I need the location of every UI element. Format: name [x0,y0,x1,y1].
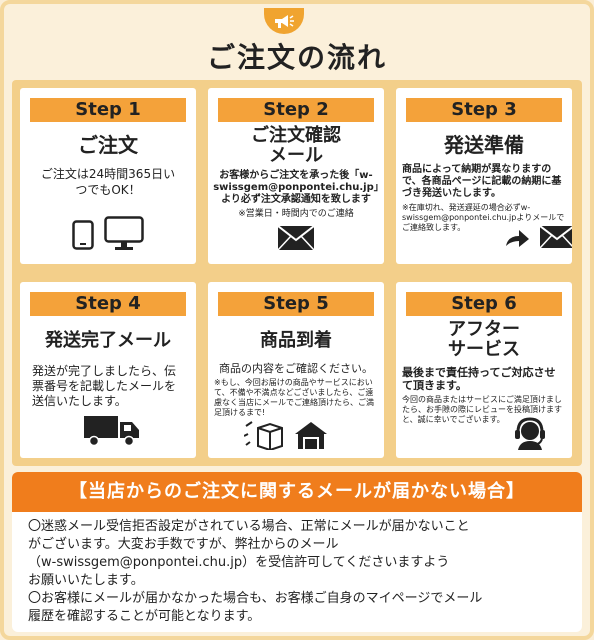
step-text: 商品の内容をご確認ください。 [219,362,373,375]
house-icon [295,422,327,449]
step-text: 商品によって納期が異なりますので、各商品ページに記載の納期に基づき発送いたします… [402,164,562,199]
step-label: Step 2 [218,98,374,122]
step-title: 発送準備 [444,133,524,157]
notice-line: 履歴を確認することが可能となります。 [28,609,261,624]
mail-icon [540,226,572,248]
step-label: Step 3 [406,98,562,122]
step-label: Step 6 [406,292,562,316]
step-title: ご注文確認 メール [251,125,341,166]
megaphone-badge [264,8,304,34]
megaphone-icon [275,15,294,28]
step-note: ※在庫切れ、発送遅延の場合必ずw-swissgem@ponpontei.chu.… [402,203,565,232]
step-label: Step 1 [30,98,186,122]
step-text: ご注文は24時間365日いつでもOK！ [40,167,176,197]
step-text: お客様からご注文を承った後「w-swissgem@ponpontei.chu.j… [213,170,379,205]
mail-not-received-notice: 【当店からのご注文に関するメールが届かない場合】 〇迷惑メール受信拒否設定がされ… [12,472,582,632]
step-label: Step 5 [218,292,374,316]
notice-line: 〇お客様にメールが届かなかった場合も、お客様ご自身のマイページでメール [28,591,483,606]
step-label: Step 4 [30,292,186,316]
monitor-icon [104,216,144,250]
support-headset-icon [515,417,545,450]
step-title: 発送完了メール [45,330,171,351]
notice-line: （w-swissgem@ponpontei.chu.jp）を受信許可してください… [28,555,450,570]
delivery-truck-icon [84,416,139,446]
forward-arrow-icon [506,230,529,247]
notice-body: 〇迷惑メール受信拒否設定がされている場合、正常にメールが届かないこと がございま… [12,512,582,626]
step-card-2: Step 2 ご注文確認 メール お客様からご注文を承った後「w-swissge… [208,88,384,264]
step-title: 商品到着 [260,330,332,351]
step-card-5: Step 5 商品到着 商品の内容をご確認ください。 ※もし、今回お届けの商品や… [208,282,384,458]
notice-title: 【当店からのご注文に関するメールが届かない場合】 [12,472,582,512]
step-note: ※営業日・時間内でのご連絡 [238,209,354,219]
step-card-4: Step 4 発送完了メール 発送が完了しましたら、伝票番号を記載したメールを送… [20,282,196,458]
step-text: 最後まで責任持ってご対応させて頂きます。 [402,366,556,392]
smartphone-icon [72,220,94,250]
step-card-6: Step 6 アフター サービス 最後まで責任持ってご対応させて頂きます。 今回… [396,282,572,458]
notice-line: 〇迷惑メール受信拒否設定がされている場合、正常にメールが届かないこと [28,519,470,534]
notice-line: お願いいたします。 [28,573,144,588]
package-box-icon [244,421,283,450]
step-title: ご注文 [78,133,138,157]
step-note: 今回の商品またはサービスにご満足頂けましたら、お手隙の際にレビューを投稿頂けます… [402,395,562,424]
step-card-1: Step 1 ご注文 ご注文は24時間365日いつでもOK！ [20,88,196,264]
notice-line: がございます。大変お手数ですが、弊社からのメール [28,537,339,552]
step-text: 発送が完了しましたら、伝票番号を記載したメールを送信いたします。 [32,364,177,408]
step-note: ※もし、今回お届けの商品やサービスにおいて、不備や不満点などございましたら、ご遠… [214,378,374,417]
step-title: アフター サービス [448,319,520,360]
page-title: ご注文の流れ [206,41,387,74]
mail-icon [278,226,314,250]
step-card-3: Step 3 発送準備 商品によって納期が異なりますので、各商品ページに記載の納… [396,88,572,264]
